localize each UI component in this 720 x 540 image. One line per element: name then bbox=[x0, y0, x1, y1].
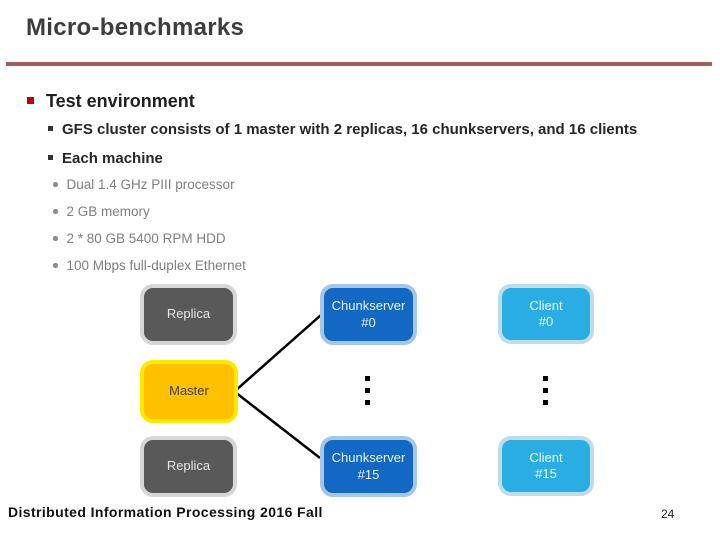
bullet-text: 2 GB memory bbox=[66, 204, 150, 219]
node-replica-top: Replica bbox=[140, 284, 237, 345]
node-replica-bottom: Replica bbox=[140, 436, 237, 497]
bullet-text: Test environment bbox=[46, 91, 195, 111]
node-chunkserver-15: Chunkserver #15 bbox=[320, 436, 417, 497]
bullet-ethernet: 100 Mbps full-duplex Ethernet bbox=[53, 258, 246, 273]
node-client-0: Client #0 bbox=[498, 284, 594, 344]
node-label: Replica bbox=[166, 306, 211, 322]
node-master: Master bbox=[140, 360, 238, 423]
square-bullet-icon bbox=[48, 155, 53, 160]
slide-title: Micro-benchmarks bbox=[26, 14, 245, 41]
bullet-test-environment: Test environment bbox=[27, 91, 195, 112]
bullet-each-machine: Each machine bbox=[48, 150, 163, 167]
bullet-memory: 2 GB memory bbox=[53, 204, 150, 219]
node-label: Replica bbox=[166, 458, 211, 474]
node-label-line1: Chunkserver bbox=[331, 450, 406, 466]
dot-bullet-icon bbox=[53, 236, 58, 241]
node-label-line2: #15 bbox=[357, 466, 380, 482]
bullet-gfs-cluster: GFS cluster consists of 1 master with 2 … bbox=[48, 121, 637, 138]
page-number: 24 bbox=[661, 507, 675, 521]
bullet-text: 100 Mbps full-duplex Ethernet bbox=[66, 258, 246, 273]
node-client-15: Client #15 bbox=[498, 436, 594, 496]
node-label-line1: Chunkserver bbox=[331, 298, 406, 314]
square-bullet-icon bbox=[48, 126, 53, 131]
bullet-text: 2 * 80 GB 5400 RPM HDD bbox=[66, 231, 226, 246]
title-underline bbox=[6, 62, 712, 66]
chunkserver-vertical-ellipsis-icon bbox=[365, 376, 370, 412]
node-label-line2: #0 bbox=[538, 314, 554, 329]
client-vertical-ellipsis-icon bbox=[543, 376, 548, 412]
node-label-line1: Client bbox=[529, 449, 563, 465]
dot-bullet-icon bbox=[53, 209, 58, 214]
node-label-line2: #0 bbox=[361, 314, 376, 330]
square-bullet-icon bbox=[27, 97, 34, 104]
dot-bullet-icon bbox=[53, 182, 58, 187]
bullet-processor: Dual 1.4 GHz PIII processor bbox=[53, 177, 235, 192]
node-label: Master bbox=[169, 383, 209, 399]
node-label-line2: #15 bbox=[535, 466, 557, 481]
connector-master-chunkserver0 bbox=[234, 314, 322, 392]
node-label-line1: Client bbox=[529, 297, 563, 313]
node-chunkserver-0: Chunkserver #0 bbox=[320, 284, 417, 345]
bullet-text: Each machine bbox=[62, 150, 163, 167]
footer-course-title: Distributed Information Processing 2016 … bbox=[8, 504, 323, 520]
bullet-text: GFS cluster consists of 1 master with 2 … bbox=[62, 121, 638, 138]
bullet-text: Dual 1.4 GHz PIII processor bbox=[66, 177, 235, 192]
bullet-hdd: 2 * 80 GB 5400 RPM HDD bbox=[53, 231, 226, 246]
connector-master-chunkserver15 bbox=[234, 391, 321, 459]
dot-bullet-icon bbox=[53, 263, 58, 268]
